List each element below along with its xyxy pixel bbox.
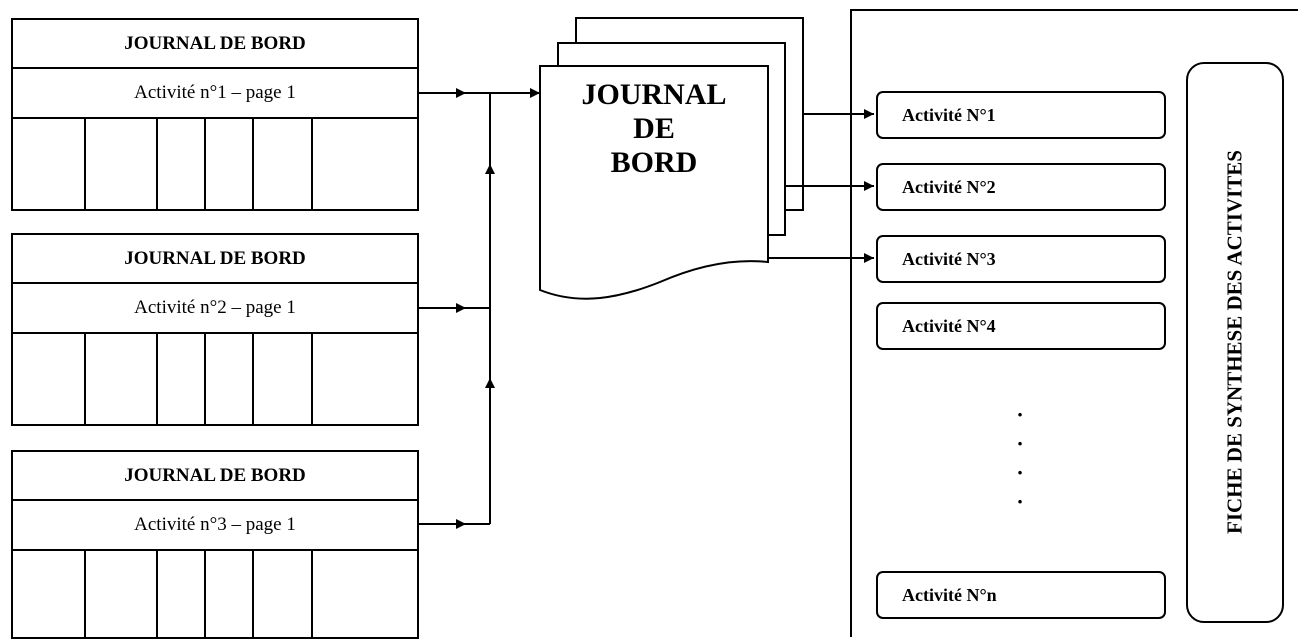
journal-title: JOURNAL DE BORD bbox=[124, 248, 306, 269]
synthesis-title-box bbox=[1186, 62, 1284, 623]
synthesis-title: FICHE DE SYNTHESE DES ACTIVITES bbox=[1222, 150, 1247, 534]
ellipsis-dots: · · · · bbox=[1010, 400, 1030, 516]
activity-box-n: Activité N°n bbox=[876, 571, 1166, 619]
ellipsis-dot: · bbox=[1016, 402, 1024, 427]
journal-box-3: JOURNAL DE BORD Activité n°3 – page 1 bbox=[11, 450, 419, 639]
journal-box-2: JOURNAL DE BORD Activité n°2 – page 1 bbox=[11, 233, 419, 426]
ellipsis-dot: · bbox=[1016, 489, 1024, 514]
activity-box-3: Activité N°3 bbox=[876, 235, 1166, 283]
activity-box-2: Activité N°2 bbox=[876, 163, 1166, 211]
journal-title: JOURNAL DE BORD bbox=[124, 465, 306, 486]
journal-box-1: JOURNAL DE BORD Activité n°1 – page 1 bbox=[11, 18, 419, 211]
activity-box-4: Activité N°4 bbox=[876, 302, 1166, 350]
journal-subtitle: Activité n°1 – page 1 bbox=[134, 82, 296, 103]
ellipsis-dot: · bbox=[1016, 431, 1024, 456]
activity-box-1: Activité N°1 bbox=[876, 91, 1166, 139]
journal-subtitle: Activité n°2 – page 1 bbox=[134, 297, 296, 318]
journal-subtitle: Activité n°3 – page 1 bbox=[134, 514, 296, 535]
document-title-line: BORD bbox=[610, 146, 698, 179]
document-title-line: JOURNAL bbox=[581, 78, 727, 111]
ellipsis-dot: · bbox=[1016, 460, 1024, 485]
journal-title: JOURNAL DE BORD bbox=[124, 33, 306, 54]
document-title: JOURNAL DE BORD bbox=[570, 78, 738, 180]
document-page-front bbox=[539, 65, 769, 300]
document-title-line: DE bbox=[633, 112, 675, 145]
synthesis-frame bbox=[850, 9, 1298, 637]
